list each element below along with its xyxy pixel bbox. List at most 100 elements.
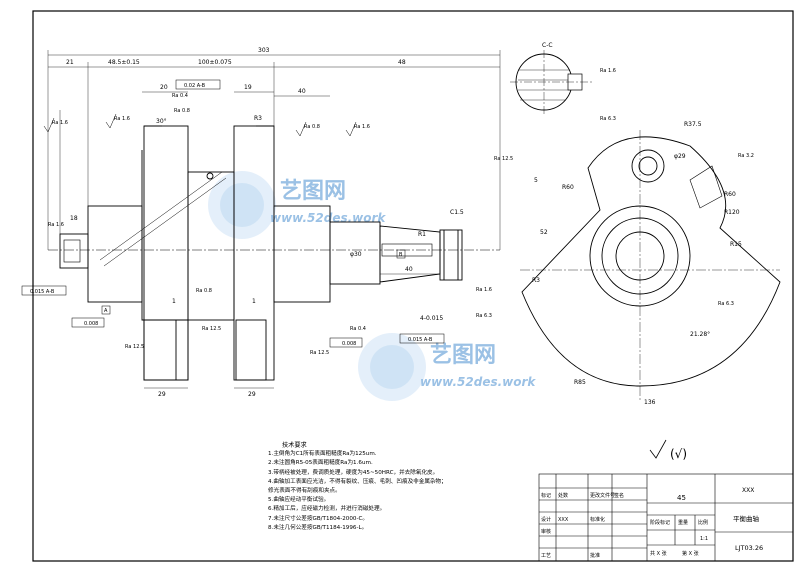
- ra-16-b: Ra 1.6: [114, 116, 130, 122]
- dim-303: 303: [258, 47, 270, 54]
- ra-16-right: Ra 1.6: [476, 287, 492, 293]
- front-roughness: Ra 1.6 Ra 1.6 Ra 0.4 Ra 0.8 Ra 0.8 Ra 1.…: [43, 93, 513, 356]
- section-label: C-C: [542, 42, 553, 49]
- dim-phi-30: φ30: [350, 251, 362, 258]
- tb-designer-label: 设计: [541, 516, 551, 523]
- ra-125-right: Ra 12.5: [494, 156, 513, 162]
- tb-std: 标准化: [590, 516, 605, 523]
- dim-21: 21: [66, 59, 74, 66]
- dim-r120: R120: [724, 209, 740, 216]
- tb-company: XXX: [742, 487, 754, 494]
- tb-check: 审核: [541, 528, 551, 535]
- general-roughness-symbol: (√): [649, 439, 687, 461]
- tech-req-item: 8.未注几何公差按GB/T1184-1996-L。: [268, 524, 368, 531]
- general-roughness-value: (√): [670, 447, 687, 461]
- tech-req-heading: 技术要求: [282, 442, 307, 449]
- side-view-dimensions: R37.5 R60 R60 R120 R15 R85 R3 φ29 5 52 1…: [532, 121, 754, 406]
- watermark-brand-2: 艺图网: [430, 342, 496, 368]
- front-dimension-texts: 303 21 48.5±0.15 100±0.075 48 20 19 40 4…: [66, 47, 464, 398]
- dim-r1: R1: [418, 231, 426, 238]
- dim-r37-5: R37.5: [684, 121, 702, 128]
- tol-runout-bottom: 0.015 A-B: [408, 337, 433, 343]
- dim-29-a: 29: [158, 391, 166, 398]
- dim-40: 40: [298, 88, 306, 95]
- title-block: [538, 473, 794, 562]
- side-view: [520, 130, 781, 400]
- dim-r3-small: R3: [532, 277, 540, 284]
- dim-r60: R60: [562, 184, 574, 191]
- watermark-bottom: 艺图网 www.52des.work: [358, 333, 536, 401]
- tb-sheets-total: 共 X 张: [650, 550, 667, 557]
- dim-r3: R3: [254, 115, 262, 122]
- section-ra-16: Ra 1.6: [600, 68, 616, 74]
- tb-drawing-no: LJT03.26: [735, 544, 763, 552]
- ra-125-low: Ra 12.5: [310, 350, 329, 356]
- dim-40-lower: 40: [405, 266, 413, 273]
- front-dimension-lines: [47, 50, 501, 389]
- ra-63-right: Ra 6.3: [476, 313, 492, 319]
- dim-5: 5: [534, 177, 538, 184]
- section-ra-63: Ra 6.3: [600, 116, 616, 122]
- ra-08-top: Ra 0.8: [174, 108, 190, 114]
- tol-runout-left: 0.015 A-B: [30, 289, 55, 295]
- ra-08-mid: Ra 0.8: [304, 124, 320, 130]
- ra-04-top: Ra 0.4: [172, 93, 188, 99]
- dim-52: 52: [540, 229, 548, 236]
- watermark-url: www.52des.work: [270, 211, 386, 225]
- watermark-url-2: www.52des.work: [420, 375, 536, 389]
- tb-change: 更改文件号: [590, 492, 615, 499]
- dim-1-a: 1: [172, 298, 176, 305]
- ra-08-bottom: Ra 0.8: [196, 288, 212, 294]
- ra-16-left: Ra 1.6: [52, 120, 68, 126]
- tb-scale: 1:1: [700, 536, 708, 542]
- dim-r60-b: R60: [724, 191, 736, 198]
- dim-48-5: 48.5±0.15: [108, 59, 140, 66]
- dim-r15: R15: [730, 241, 742, 248]
- watermark-brand: 艺图网: [280, 178, 346, 204]
- dim-100: 100±0.075: [198, 59, 232, 66]
- tb-sheet-no: 第 X 张: [682, 550, 699, 557]
- dim-angle: 21.28°: [690, 331, 710, 338]
- tb-mark: 标记: [541, 492, 551, 499]
- tb-process: 工艺: [541, 553, 551, 559]
- dim-48: 48: [398, 59, 406, 66]
- dim-chamfer-30: 30°: [156, 118, 167, 125]
- dim-phi29: φ29: [674, 153, 686, 160]
- tb-stage-header: 阶段标记: [650, 519, 670, 526]
- technical-requirements: 技术要求 1.主倒角为C1所有表面粗糙度Ra为125um. 2.未注圆角R5-0…: [268, 441, 498, 533]
- ra-16-mid: Ra 1.6: [354, 124, 370, 130]
- dim-29-b: 29: [248, 391, 256, 398]
- tech-req-item: 1.主倒角为C1所有表面粗糙度Ra为125um.: [268, 451, 377, 458]
- dim-r85: R85: [574, 379, 586, 386]
- dim-18: 18: [70, 215, 78, 222]
- datum-a: A: [104, 308, 108, 314]
- ra-125-left: Ra 12.5: [125, 344, 144, 350]
- dim-1-b: 1: [252, 298, 256, 305]
- tb-count: 处数: [558, 492, 568, 499]
- dim-136: 136: [644, 399, 656, 406]
- front-tolerance-frames: 0.02 A-B 0.015 A-B 0.008 0.008 0.015 A-B…: [21, 79, 445, 348]
- crankshaft-front-view: [48, 125, 500, 381]
- tol-flat-mid: 0.008: [342, 341, 356, 347]
- title-block-texts: 45 XXX 平衡曲轴 LJT03.26 阶段标记 重量 比例 1:1 共 X …: [541, 487, 763, 559]
- ra-04-low: Ra 0.4: [350, 326, 366, 332]
- tb-scale-header: 比例: [698, 519, 708, 526]
- tb-designer: XXX: [558, 517, 569, 523]
- tol-runout-top: 0.02 A-B: [184, 83, 206, 89]
- ra-16-stub: Ra 1.6: [48, 222, 64, 228]
- dim-20: 20: [160, 84, 168, 91]
- tech-req-item: 5.曲轴应经动平衡试验。: [268, 497, 330, 504]
- tb-sign: 签名: [614, 492, 624, 499]
- tech-req-item: 3.带柄经被处理，费调质处理，硬度为45~50HRC，并去除氧化皮。: [268, 469, 439, 476]
- tech-req-item: 4.曲轴加工表面应光洁，不得有裂纹、压痕、毛刺、凹痕及非金属杂物；: [268, 478, 447, 485]
- dim-key-4: 4-0.015: [420, 315, 443, 322]
- tech-req-item: 6.精加工后，应经磁力检测，并进行消磁处理。: [268, 506, 386, 513]
- side-ra-32: Ra 3.2: [738, 153, 754, 159]
- tb-approve: 批准: [590, 552, 600, 559]
- section-c-c-view: C-C Ra 1.6 Ra 6.3: [510, 42, 616, 122]
- side-ra-63: Ra 6.3: [718, 301, 734, 307]
- tb-material: 45: [677, 494, 686, 502]
- tb-part-name: 平衡曲轴: [733, 514, 760, 523]
- tb-weight-header: 重量: [678, 519, 688, 526]
